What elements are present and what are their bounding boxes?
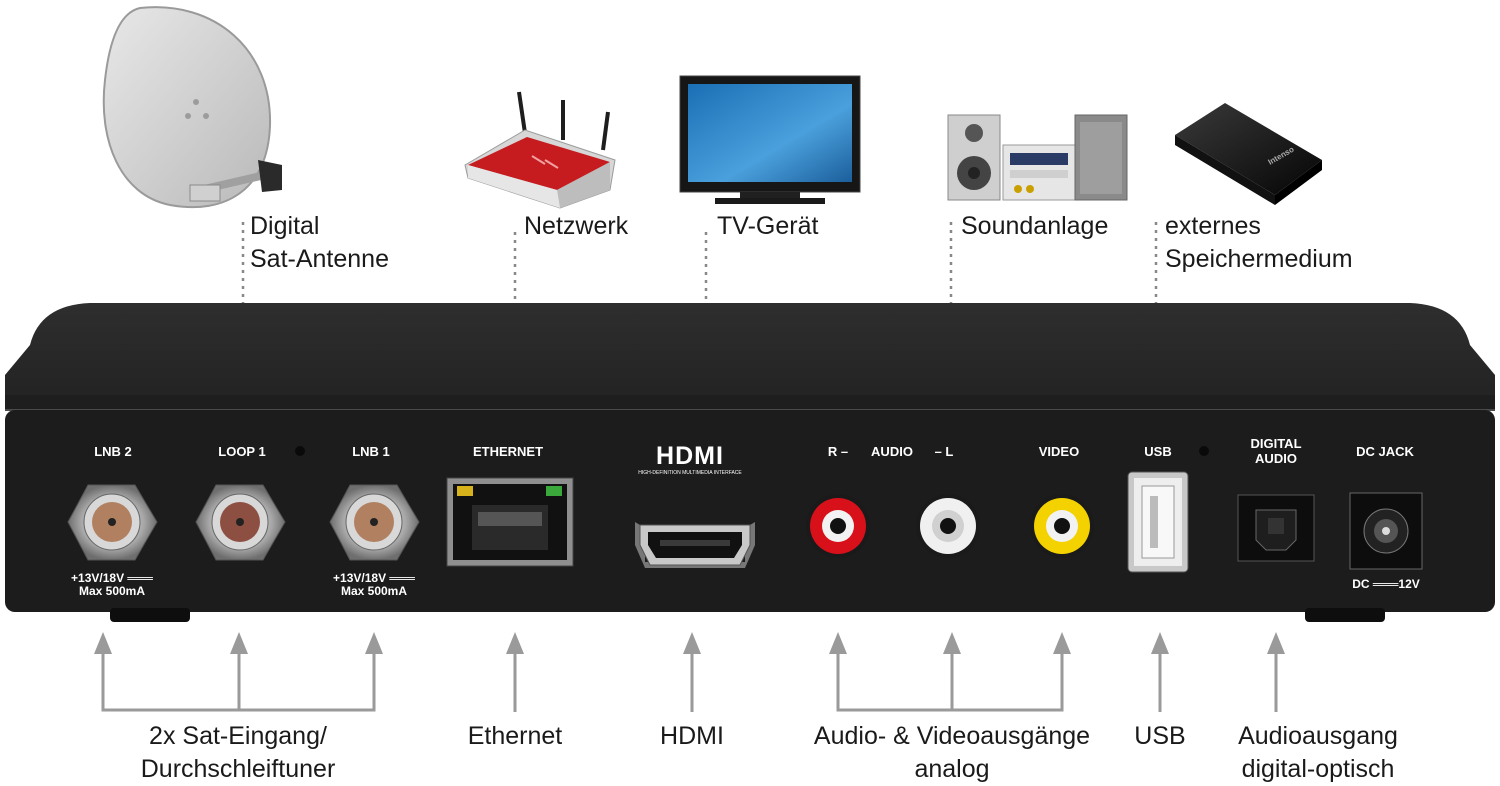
audio-l-label: – L: [935, 444, 954, 459]
bottom-arrows: [101, 652, 1278, 712]
hdmi-port: [635, 522, 755, 568]
lnb1-label: LNB 1: [352, 444, 390, 459]
ethernet-label: ETHERNET: [473, 444, 543, 459]
digital-audio-label-2: AUDIO: [1255, 451, 1297, 466]
usb-port: [1127, 471, 1189, 573]
optical-port: [1237, 494, 1315, 562]
router-icon: [464, 91, 616, 209]
av-outputs-caption-line1: Audio- & Videoausgänge: [813, 722, 1091, 750]
lnb2-connector: [67, 484, 158, 561]
optical-audio-caption-line1: Audioausgang: [1238, 722, 1398, 750]
ethernet-port: [446, 477, 574, 567]
av-outputs-caption-line2: analog: [914, 755, 990, 783]
arrow-heads: [94, 632, 1285, 654]
sat-inputs-caption: 2x Sat-Eingang/ Durchschleiftuner: [98, 720, 378, 786]
sat-antenna-label-line2: Sat-Antenne: [250, 245, 389, 273]
dc-spec-label: DC ═══12V: [1352, 577, 1420, 591]
lnb2-label: LNB 2: [94, 444, 132, 459]
loop1-label: LOOP 1: [218, 444, 265, 459]
optical-audio-caption-line2: digital-optisch: [1241, 755, 1395, 783]
tv-label: TV-Gerät: [717, 212, 819, 240]
receiver-box: [5, 303, 1495, 622]
audio-r-label: R –: [828, 444, 848, 459]
port-labels: LNB 2 LOOP 1 LNB 1 ETHERNET HDMI HIGH-DE…: [94, 436, 1414, 476]
lnb2-spec-2: Max 500mA: [79, 584, 145, 598]
digital-audio-label-1: DIGITAL: [1250, 436, 1301, 451]
rca-white-jack: [916, 494, 980, 558]
external-storage-label: externes Speichermedium: [1165, 210, 1353, 276]
sat-antenna-label-line1: Digital: [250, 212, 320, 240]
sat-antenna-label: Digital Sat-Antenne: [250, 210, 389, 276]
rca-red-jack: [806, 494, 870, 558]
hdmi-logo: HDMI: [656, 442, 724, 470]
lnb1-spec-2: Max 500mA: [341, 584, 407, 598]
usb-label: USB: [1144, 444, 1171, 459]
dc-jack-port: DC ═══12V: [1349, 492, 1423, 591]
satellite-dish-icon: [102, 6, 282, 209]
external-storage-label-line1: externes: [1165, 212, 1261, 240]
sat-inputs-caption-line1: 2x Sat-Eingang/: [149, 722, 327, 750]
usb-caption: USB: [1134, 722, 1186, 750]
external-hdd-icon: Intenso: [1175, 103, 1322, 205]
video-label: VIDEO: [1039, 444, 1079, 459]
rca-yellow-jack: [1030, 494, 1094, 558]
lnb-spec-labels: +13V/18V ═══ Max 500mA +13V/18V ═══ Max …: [71, 571, 415, 598]
hdmi-subtitle: HIGH-DEFINITION MULTIMEDIA INTERFACE: [638, 470, 742, 476]
loop1-connector: [195, 484, 286, 561]
av-outputs-caption: Audio- & Videoausgänge analog: [797, 720, 1107, 786]
dc-jack-label: DC JACK: [1356, 444, 1414, 459]
audio-label: AUDIO: [871, 444, 913, 459]
hdmi-caption: HDMI: [660, 722, 724, 750]
sound-system-icon: [947, 114, 1128, 201]
network-label: Netzwerk: [524, 212, 629, 240]
ethernet-caption: Ethernet: [467, 722, 563, 750]
external-storage-label-line2: Speichermedium: [1165, 245, 1353, 273]
lnb1-spec-1: +13V/18V ═══: [333, 571, 415, 585]
lnb2-spec-1: +13V/18V ═══: [71, 571, 153, 585]
lnb1-connector: [329, 484, 420, 561]
sound-system-label: Soundanlage: [961, 212, 1109, 240]
tv-icon: [679, 75, 861, 204]
optical-audio-caption: Audioausgang digital-optisch: [1213, 720, 1423, 786]
sat-inputs-caption-line2: Durchschleiftuner: [140, 755, 336, 783]
